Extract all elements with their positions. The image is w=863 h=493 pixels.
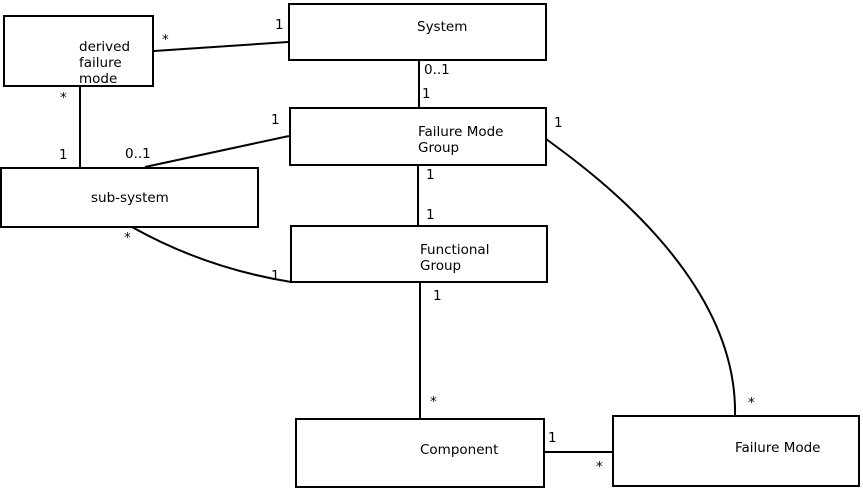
node-label-sub-system: sub-system: [91, 190, 169, 206]
node-label-failure-mode: Failure Mode: [735, 440, 821, 456]
node-system: System: [288, 3, 547, 61]
node-label-derived-failure-mode: derived failure mode: [79, 39, 131, 87]
multiplicity-dfm-subsystem-at-dfm: *: [60, 90, 67, 106]
multiplicity-functional-component-at-component: *: [430, 394, 437, 410]
connector-derived-failure-mode-system: [153, 41, 289, 52]
multiplicity-system-fmg-at-fmg: 1: [422, 86, 431, 102]
connector-failure-mode-group-failure-mode: [545, 138, 737, 417]
node-functional-group: Functional Group: [290, 225, 548, 283]
multiplicity-system-fmg-at-system: 0..1: [424, 62, 450, 78]
node-sub-system: sub-system: [0, 167, 259, 228]
multiplicity-fmg-functional-at-fmg: 1: [426, 167, 435, 183]
multiplicity-subsystem-functional-at-subsystem: *: [124, 230, 131, 246]
multiplicity-functional-component-at-functional: 1: [433, 288, 442, 304]
connector-sub-system-failure-mode-group: [144, 135, 290, 168]
multiplicity-subsystem-functional-at-functional: 1: [271, 268, 280, 284]
node-label-system: System: [417, 19, 468, 35]
node-label-component: Component: [420, 442, 499, 458]
multiplicity-component-failuremode-at-component: 1: [548, 430, 557, 446]
multiplicity-fmg-failuremode-at-fmg: 1: [554, 115, 563, 131]
node-label-failure-mode-group: Failure Mode Group: [418, 124, 504, 156]
multiplicity-component-failuremode-at-failuremode: *: [596, 459, 603, 475]
multiplicity-subsystem-fmg-at-fmg: 1: [271, 112, 280, 128]
multiplicity-subsystem-fmg-at-subsystem: 0..1: [125, 146, 151, 162]
multiplicity-fmg-functional-at-functional: 1: [426, 207, 435, 223]
multiplicity-dfm-system-at-dfm: *: [162, 32, 169, 48]
multiplicity-fmg-failuremode-at-failuremode: *: [748, 395, 755, 411]
node-failure-mode: Failure Mode: [612, 415, 860, 487]
node-failure-mode-group: Failure Mode Group: [289, 107, 547, 166]
node-derived-failure-mode: derived failure mode: [3, 15, 154, 87]
node-component: Component: [295, 418, 545, 488]
multiplicity-dfm-system-at-system: 1: [275, 17, 284, 33]
node-label-functional-group: Functional Group: [420, 242, 490, 274]
multiplicity-dfm-subsystem-at-subsystem: 1: [59, 147, 68, 163]
connector-sub-system-functional-group: [131, 226, 292, 283]
